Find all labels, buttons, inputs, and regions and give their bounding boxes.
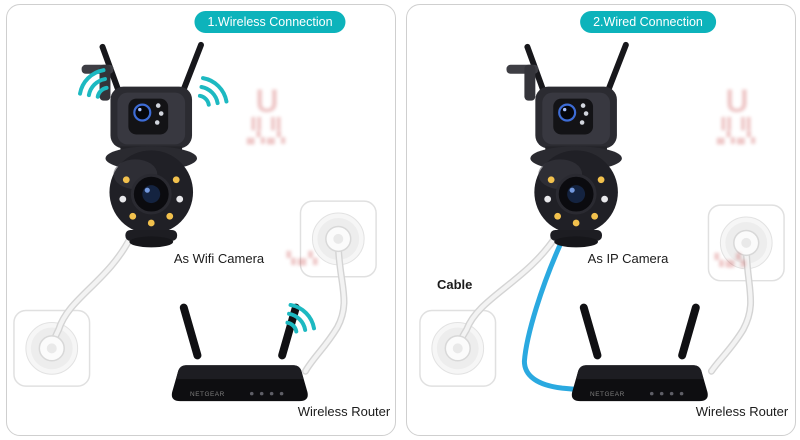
wifi-waves-icon [78, 68, 109, 99]
router-brand: NETGEAR [590, 391, 625, 398]
router-brand: NETGEAR [190, 391, 225, 398]
router-power-cable [301, 241, 348, 375]
power-plug [444, 335, 471, 362]
power-plug [38, 335, 65, 362]
router-label: Wireless Router [297, 404, 391, 419]
camera-role-label: As IP Camera [587, 251, 669, 266]
panel-wireless-connection: 1.Wireless Connection [6, 4, 396, 436]
fixed-lens [558, 103, 577, 122]
fixed-lens [133, 103, 152, 122]
router-illustration: NETGEAR [171, 303, 308, 402]
panel-wired-connection: 2.Wired Connection [406, 4, 796, 436]
power-plug [325, 225, 352, 253]
power-plug [733, 229, 760, 257]
camera-illustration [506, 41, 629, 248]
wireless-diagram-art: NETGEAR [13, 41, 377, 402]
router-power-cable [707, 245, 755, 375]
router-label: Wireless Router [695, 404, 789, 419]
router-illustration: NETGEAR [571, 303, 708, 402]
wifi-waves-icon [285, 302, 317, 334]
wifi-waves-icon [197, 76, 229, 107]
panel-title-badge: 1.Wireless Connection [194, 11, 346, 33]
panel-title-badge: 2.Wired Connection [580, 11, 716, 33]
ethernet-cable [521, 235, 587, 393]
wired-diagram-art: NETGEAR [419, 41, 785, 402]
camera-role-label: As Wifi Camera [173, 251, 265, 266]
cable-label: Cable [437, 277, 473, 292]
camera-illustration [81, 41, 204, 248]
